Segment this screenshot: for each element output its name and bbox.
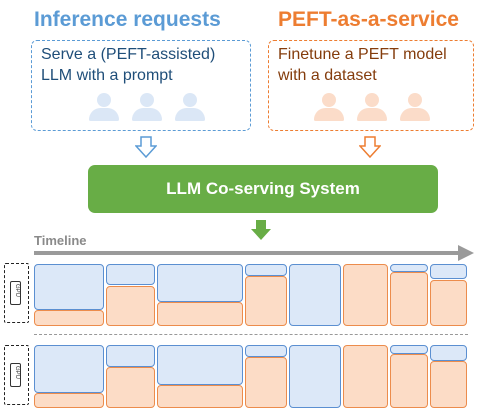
inference-block — [157, 264, 243, 302]
finetune-block — [343, 264, 388, 326]
gpu-icon: GPU — [4, 263, 29, 323]
gpu-label: GPU — [14, 284, 20, 298]
inference-block — [245, 345, 287, 357]
finetune-block — [343, 345, 388, 408]
finetune-block — [390, 354, 428, 408]
user-icon — [89, 93, 119, 121]
user-icon — [400, 93, 430, 121]
finetune-block — [106, 367, 155, 408]
user-icon — [314, 93, 344, 121]
user-icon — [132, 93, 162, 121]
gpu-icon: GPU — [4, 345, 29, 405]
inference-requests-title: Inference requests — [34, 8, 221, 31]
user-icon — [357, 93, 387, 121]
finetune-block — [157, 302, 243, 326]
finetune-block — [245, 276, 287, 326]
finetune-block — [430, 361, 467, 408]
inference-block — [430, 264, 467, 279]
peft-as-a-service-title: PEFT-as-a-service — [278, 8, 459, 31]
finetune-block — [390, 272, 428, 326]
inference-block — [289, 264, 341, 326]
system-output-arrow-icon — [251, 220, 271, 240]
inference-requests-box: Serve a (PEFT-assisted) LLM with a promp… — [31, 40, 251, 131]
finetune-block — [157, 385, 243, 408]
inference-block — [34, 345, 104, 393]
inference-block — [390, 264, 428, 272]
finetune-block — [245, 357, 287, 408]
inference-block — [34, 264, 104, 310]
inference-description-line1: Serve a (PEFT-assisted) — [41, 46, 216, 63]
inference-block — [390, 345, 428, 354]
inference-block — [430, 345, 467, 361]
inference-description-line2: LLM with a prompt — [41, 67, 173, 84]
llm-co-serving-system: LLM Co-serving System — [88, 165, 438, 213]
inference-block — [245, 264, 287, 276]
inference-down-arrow-icon — [135, 136, 157, 158]
inference-block — [289, 345, 341, 408]
inference-block — [106, 264, 155, 285]
gpu-separator — [34, 334, 468, 335]
peft-description-line2: with a dataset — [278, 67, 377, 84]
finetune-block — [34, 393, 104, 408]
finetune-block — [430, 280, 467, 326]
finetune-block — [34, 310, 104, 326]
inference-block — [106, 345, 155, 367]
peft-description-line1: Finetune a PEFT model — [278, 46, 447, 63]
gpu-label: GPU — [14, 366, 20, 380]
timeline-label: Timeline — [34, 233, 87, 248]
peft-down-arrow-icon — [359, 136, 381, 158]
peft-as-a-service-box: Finetune a PEFT model with a dataset — [268, 40, 474, 131]
finetune-block — [106, 286, 155, 326]
timeline-arrow-icon — [34, 245, 474, 261]
user-icon — [175, 93, 205, 121]
inference-block — [157, 345, 243, 385]
